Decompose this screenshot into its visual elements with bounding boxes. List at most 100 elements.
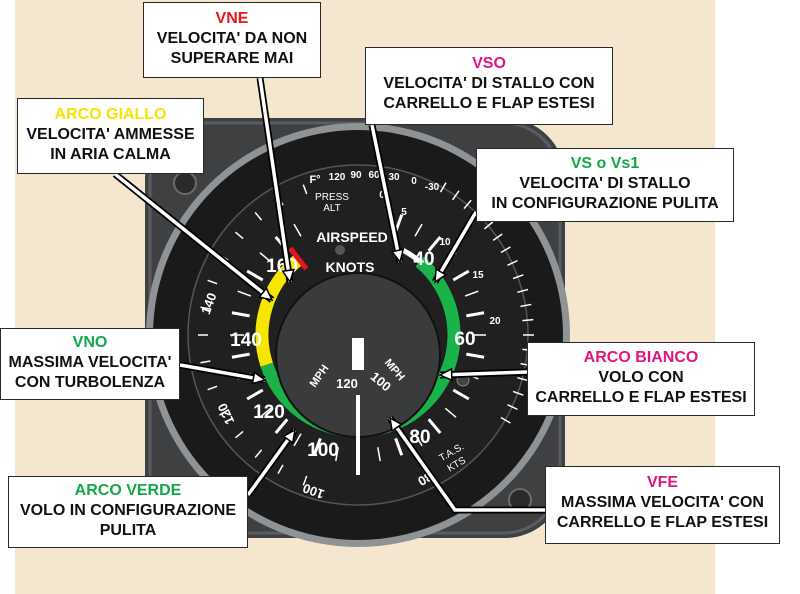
knots-tick <box>312 437 322 456</box>
knots-tick <box>414 433 423 447</box>
vso-line-1: VELOCITA' DI STALLO CON <box>383 75 595 92</box>
mph-outer-140: 140 <box>198 291 220 317</box>
vso-title: VSO <box>472 55 506 72</box>
arco-giallo-line-1: VELOCITA' AMMESSE <box>26 126 195 143</box>
arco-bianco-pointer <box>439 370 528 377</box>
tas-tick <box>492 233 503 241</box>
mph-outer-tick <box>234 231 244 240</box>
alt-5: 5 <box>401 207 407 218</box>
arco-verde-title: ARCO VERDE <box>74 482 182 499</box>
tas-tick <box>452 190 460 201</box>
vne-pointer-head <box>281 268 295 284</box>
tas-tick <box>463 199 472 210</box>
knots-text: KNOTS <box>326 259 375 275</box>
knots-tick <box>427 235 442 252</box>
tas-tick <box>483 221 494 230</box>
tas-tick <box>439 182 447 193</box>
vne-title: VNE <box>215 10 249 27</box>
mph-outer-tick <box>254 449 263 459</box>
arco-giallo-title: ARCO GIALLO <box>54 106 167 123</box>
knots-60: 60 <box>454 329 475 350</box>
tas-tick <box>512 390 524 396</box>
knots-tick <box>452 269 470 282</box>
temp-60: 60 <box>368 170 380 181</box>
tas-tick <box>517 288 529 294</box>
knots-100: 100 <box>307 440 339 461</box>
vfe-line-2: CARRELLO E FLAP ESTESI <box>556 514 769 531</box>
temp-minus30: -30 <box>425 182 440 193</box>
mph-outer-tick <box>200 360 211 364</box>
vne-line-1: VELOCITA' DA NON <box>156 30 308 47</box>
vno-title: VNO <box>72 334 108 351</box>
vs1-line-2: IN CONFIGURAZIONE PULITA <box>491 195 719 212</box>
knots-120: 120 <box>253 402 285 423</box>
vso-line-2: CARRELLO E FLAP ESTESI <box>383 95 595 112</box>
alt-10: 10 <box>439 237 451 248</box>
mph-outer-100: 100 <box>301 480 327 502</box>
dial-screw <box>335 245 345 255</box>
vs1-line-1: VELOCITA' DI STALLO <box>519 175 691 192</box>
knots-tick <box>274 418 289 435</box>
vne-line-2: SUPERARE MAI <box>170 50 294 67</box>
arco-bianco-pointer-head <box>438 367 453 382</box>
tas-tick <box>507 259 518 266</box>
tas-tick <box>500 416 511 424</box>
tas-tick <box>520 303 532 308</box>
knots-tick <box>293 433 302 447</box>
knots-tick <box>259 407 272 418</box>
mph-outer-tick <box>207 385 218 391</box>
vne-pointer <box>258 77 292 283</box>
knots-tick <box>464 290 479 297</box>
arco-verde-pointer <box>246 428 297 497</box>
temp-90: 90 <box>350 170 362 181</box>
mph-outer-tick <box>207 279 218 285</box>
screw-top-left <box>173 171 197 195</box>
callout-pointers <box>112 77 545 514</box>
vs1-pointer-head <box>434 267 448 284</box>
knots-tick <box>466 311 485 318</box>
alt-15: 15 <box>472 270 484 281</box>
vno-label: VNO MASSIMA VELOCITA' CON TURBOLENZA <box>0 328 180 400</box>
arco-giallo-line-2: IN ARIA CALMA <box>50 146 171 163</box>
vno-pointer <box>179 363 266 382</box>
mph-outer-tick <box>200 306 211 310</box>
vno-line-2: CON TURBOLENZA <box>14 374 166 391</box>
knots-tick <box>231 311 250 318</box>
tas-tick <box>522 318 534 322</box>
knots-tick <box>259 252 272 263</box>
knots-tick <box>444 407 457 418</box>
arco-bianco-label: ARCO BIANCO VOLO CON CARRELLO E FLAP EST… <box>527 342 755 416</box>
vso-pointer <box>370 124 402 263</box>
knots-tick <box>452 388 470 401</box>
arco-verde-line-2: PULITA <box>99 522 157 539</box>
vne-label: VNE VELOCITA' DA NON SUPERARE MAI <box>143 2 321 78</box>
knots-tick <box>377 447 381 462</box>
alt-text: ALT <box>323 203 341 214</box>
vso-label: VSO VELOCITA' DI STALLO CON CARRELLO E F… <box>365 47 613 125</box>
alt-0: 0 <box>379 190 385 201</box>
knots-tick <box>237 290 252 297</box>
arco-verde-line-1: VOLO IN CONFIGURAZIONE <box>20 502 236 519</box>
vfe-pointer-head <box>389 416 403 433</box>
knots-tick <box>335 447 339 462</box>
knots-80: 80 <box>409 427 430 448</box>
knots-40: 40 <box>413 249 434 270</box>
vs1-title: VS o Vs1 <box>570 155 640 172</box>
temp-0: 0 <box>411 176 417 187</box>
red-line-vne <box>288 246 309 271</box>
press-text: PRESS <box>315 192 349 203</box>
mph-outer-tick <box>219 409 229 416</box>
knots-tick <box>246 388 264 401</box>
mph-outer-tick <box>234 430 244 439</box>
mph-outer-tick <box>302 184 308 195</box>
knots-tick <box>414 223 423 237</box>
arco-bianco-title: ARCO BIANCO <box>583 349 699 366</box>
vfe-label: VFE MASSIMA VELOCITA' CON CARRELLO E FLA… <box>545 466 780 544</box>
knots-tick <box>427 418 442 435</box>
inner-120-text: 120 <box>336 376 358 391</box>
mph-outer-tick <box>254 211 263 221</box>
temp-120: 120 <box>329 172 346 183</box>
temp-unit-text: F° <box>309 174 320 186</box>
vno-line-1: MASSIMA VELOCITA' <box>8 354 172 371</box>
